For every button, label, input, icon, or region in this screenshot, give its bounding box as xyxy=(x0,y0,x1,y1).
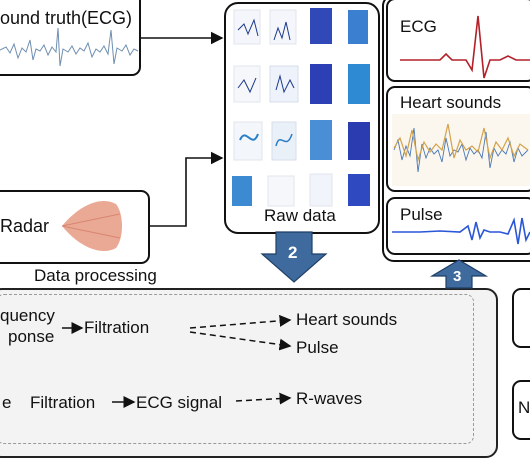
thumb-5 xyxy=(233,65,261,103)
right-edge-label: N xyxy=(518,398,530,417)
raw-data-label: Raw data xyxy=(264,206,336,225)
pipeline-top-filtration: Filtration xyxy=(84,318,150,337)
thumb-14 xyxy=(267,175,295,207)
thumb-9 xyxy=(233,121,263,161)
thumb-11 xyxy=(310,120,332,160)
pulse-output-box xyxy=(386,197,530,255)
pipeline-top-arrows xyxy=(62,314,292,351)
ground-truth-label: ound truth(ECG) xyxy=(0,8,133,28)
pipeline-top-input-line2: ponse xyxy=(8,327,55,346)
ecg-output-waveform xyxy=(400,15,530,79)
thumb-16 xyxy=(348,174,370,206)
heart-sounds-output-waveform xyxy=(392,114,530,186)
right-edge-box-bottom xyxy=(512,380,530,440)
radar-label: Radar xyxy=(0,216,50,236)
thumb-15 xyxy=(309,173,333,207)
processing-panel xyxy=(0,288,498,458)
thumb-12 xyxy=(348,122,370,160)
arrow-radar-to-raw-data xyxy=(150,151,224,227)
ground-truth-ecg-waveform xyxy=(0,27,139,67)
thumb-13 xyxy=(232,176,252,206)
ecg-output-label: ECG xyxy=(400,17,437,36)
radar-fan-icon xyxy=(61,200,122,252)
ground-truth-box xyxy=(0,0,141,76)
thumb-3 xyxy=(310,8,332,44)
step-2-arrow xyxy=(260,231,328,283)
thumb-8 xyxy=(348,64,370,104)
pipeline-bottom-filtration: Filtration xyxy=(30,393,96,412)
thumb-4 xyxy=(348,10,368,44)
pipeline-top-input-line1: quency xyxy=(0,306,55,325)
thumb-6 xyxy=(269,65,299,103)
pipeline-top-heart-sounds: Heart sounds xyxy=(296,310,398,329)
data-processing-label: Data processing xyxy=(34,266,157,285)
right-edge-box-top xyxy=(512,288,530,348)
ecg-output-box xyxy=(386,0,530,82)
pipeline-top-pulse: Pulse xyxy=(296,338,339,357)
pulse-output-label: Pulse xyxy=(400,205,443,224)
step-3-label: 3 xyxy=(453,268,462,285)
diagram-graphics xyxy=(0,8,530,408)
step-2-label: 2 xyxy=(288,243,298,262)
raw-data-thumbnails xyxy=(232,8,370,207)
step-3-arrow xyxy=(429,259,489,289)
pipeline-bottom-r-waves: R-waves xyxy=(296,389,363,408)
pipeline-bottom-ecg-signal: ECG signal xyxy=(136,393,222,412)
pulse-output-waveform xyxy=(392,217,530,245)
heart-sounds-output-label: Heart sounds xyxy=(400,93,502,112)
thumb-7 xyxy=(310,64,332,104)
pipeline-bottom-input: e xyxy=(2,393,12,412)
pipeline-bottom-arrows xyxy=(112,392,292,408)
